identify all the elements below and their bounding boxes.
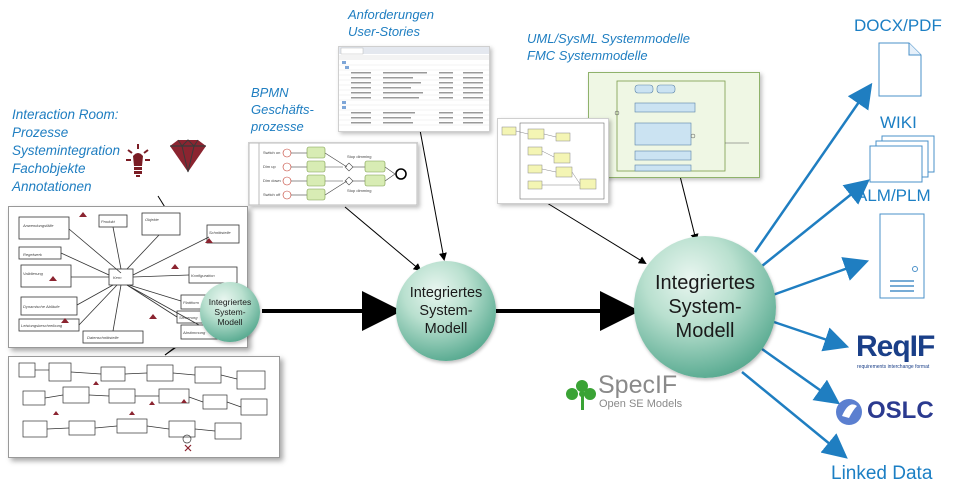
arrow-to-linked [741, 371, 848, 459]
alm-label: ALM/PLM [856, 186, 931, 205]
arrow-to-docx [753, 82, 873, 253]
wiki-label: WIKI [880, 113, 917, 132]
specif-subtitle: Open SE Models [599, 398, 683, 410]
svg-text:Steuerung: Steuerung [179, 315, 198, 320]
interaction-room-sketch-2 [8, 356, 280, 458]
specif-title: SpecIF [598, 371, 678, 399]
svg-text:Switch on: Switch on [263, 150, 280, 155]
uml-thumbnail-front [497, 118, 609, 204]
arrow-to-alm [769, 257, 870, 298]
arrow-uml1-to-large [546, 202, 647, 265]
requirements-thumbnail [338, 46, 490, 132]
svg-text:Switch off: Switch off [263, 192, 281, 197]
uml-thumbnail-back [588, 72, 760, 178]
integrated-model-node-medium: Integriertes System- Modell [396, 261, 496, 361]
bpmn-label: BPMN Geschäfts- prozesse [251, 85, 314, 134]
uml-label: UML/SysML Systemmodelle FMC Systemmodell… [527, 31, 691, 63]
svg-text:Leistungsbeschreibung: Leistungsbeschreibung [21, 323, 63, 328]
svg-text:Stop dimming: Stop dimming [347, 188, 371, 193]
svg-text:Dim down: Dim down [263, 178, 281, 183]
linked-data-label: Linked Data [831, 463, 933, 484]
svg-text:Schnittstelle: Schnittstelle [209, 230, 231, 235]
arrow-uml2-to-large [679, 175, 699, 242]
arrow-bpmn-to-medium [344, 206, 422, 272]
svg-text:Stop dimming: Stop dimming [347, 154, 371, 159]
svg-text:Anwendungsfälle: Anwendungsfälle [22, 223, 54, 228]
reqif-logo: ReqIF [856, 330, 935, 363]
integrated-model-node-large: Integriertes System- Modell [634, 236, 776, 378]
svg-text:Kern: Kern [113, 275, 122, 280]
node-small-label: Integriertes System- Modell [208, 297, 252, 327]
docx-label: DOCX/PDF [854, 16, 942, 35]
node-medium-label: Integriertes System- Modell [409, 285, 483, 337]
oslc-label: OSLC [867, 397, 934, 424]
svg-text:Validierung: Validierung [23, 271, 44, 276]
svg-text:Abstimmung: Abstimmung [182, 330, 206, 335]
requirements-label: Anforderungen User-Stories [348, 7, 435, 39]
interaction-room-label: Interaction Room: Prozesse Systemintegra… [12, 107, 121, 194]
reqif-subtitle: requirements interchange format [857, 364, 930, 370]
arrow-to-wiki [761, 179, 870, 267]
node-large-label: Integriertes System- Modell [654, 272, 756, 342]
interaction-room-sketch-1: Anwendungsfälle Produkt Objekte Schnitts… [8, 206, 248, 348]
arrow-req-to-medium [419, 129, 447, 261]
svg-text:Regelwerk: Regelwerk [23, 252, 43, 257]
svg-text:Dim up: Dim up [263, 164, 276, 169]
svg-text:Datenschnittstelle: Datenschnittstelle [87, 335, 119, 340]
svg-text:Plattform: Plattform [183, 300, 200, 305]
svg-text:Konfiguration: Konfiguration [191, 273, 215, 278]
svg-text:Dynamische Abläufe: Dynamische Abläufe [23, 304, 60, 309]
svg-text:Objekte: Objekte [145, 217, 160, 222]
integrated-model-node-small: Integriertes System- Modell [200, 282, 260, 342]
arrow-to-oslc [761, 347, 841, 405]
svg-text:Produkt: Produkt [101, 219, 116, 224]
arrow-to-reqif [770, 319, 850, 352]
